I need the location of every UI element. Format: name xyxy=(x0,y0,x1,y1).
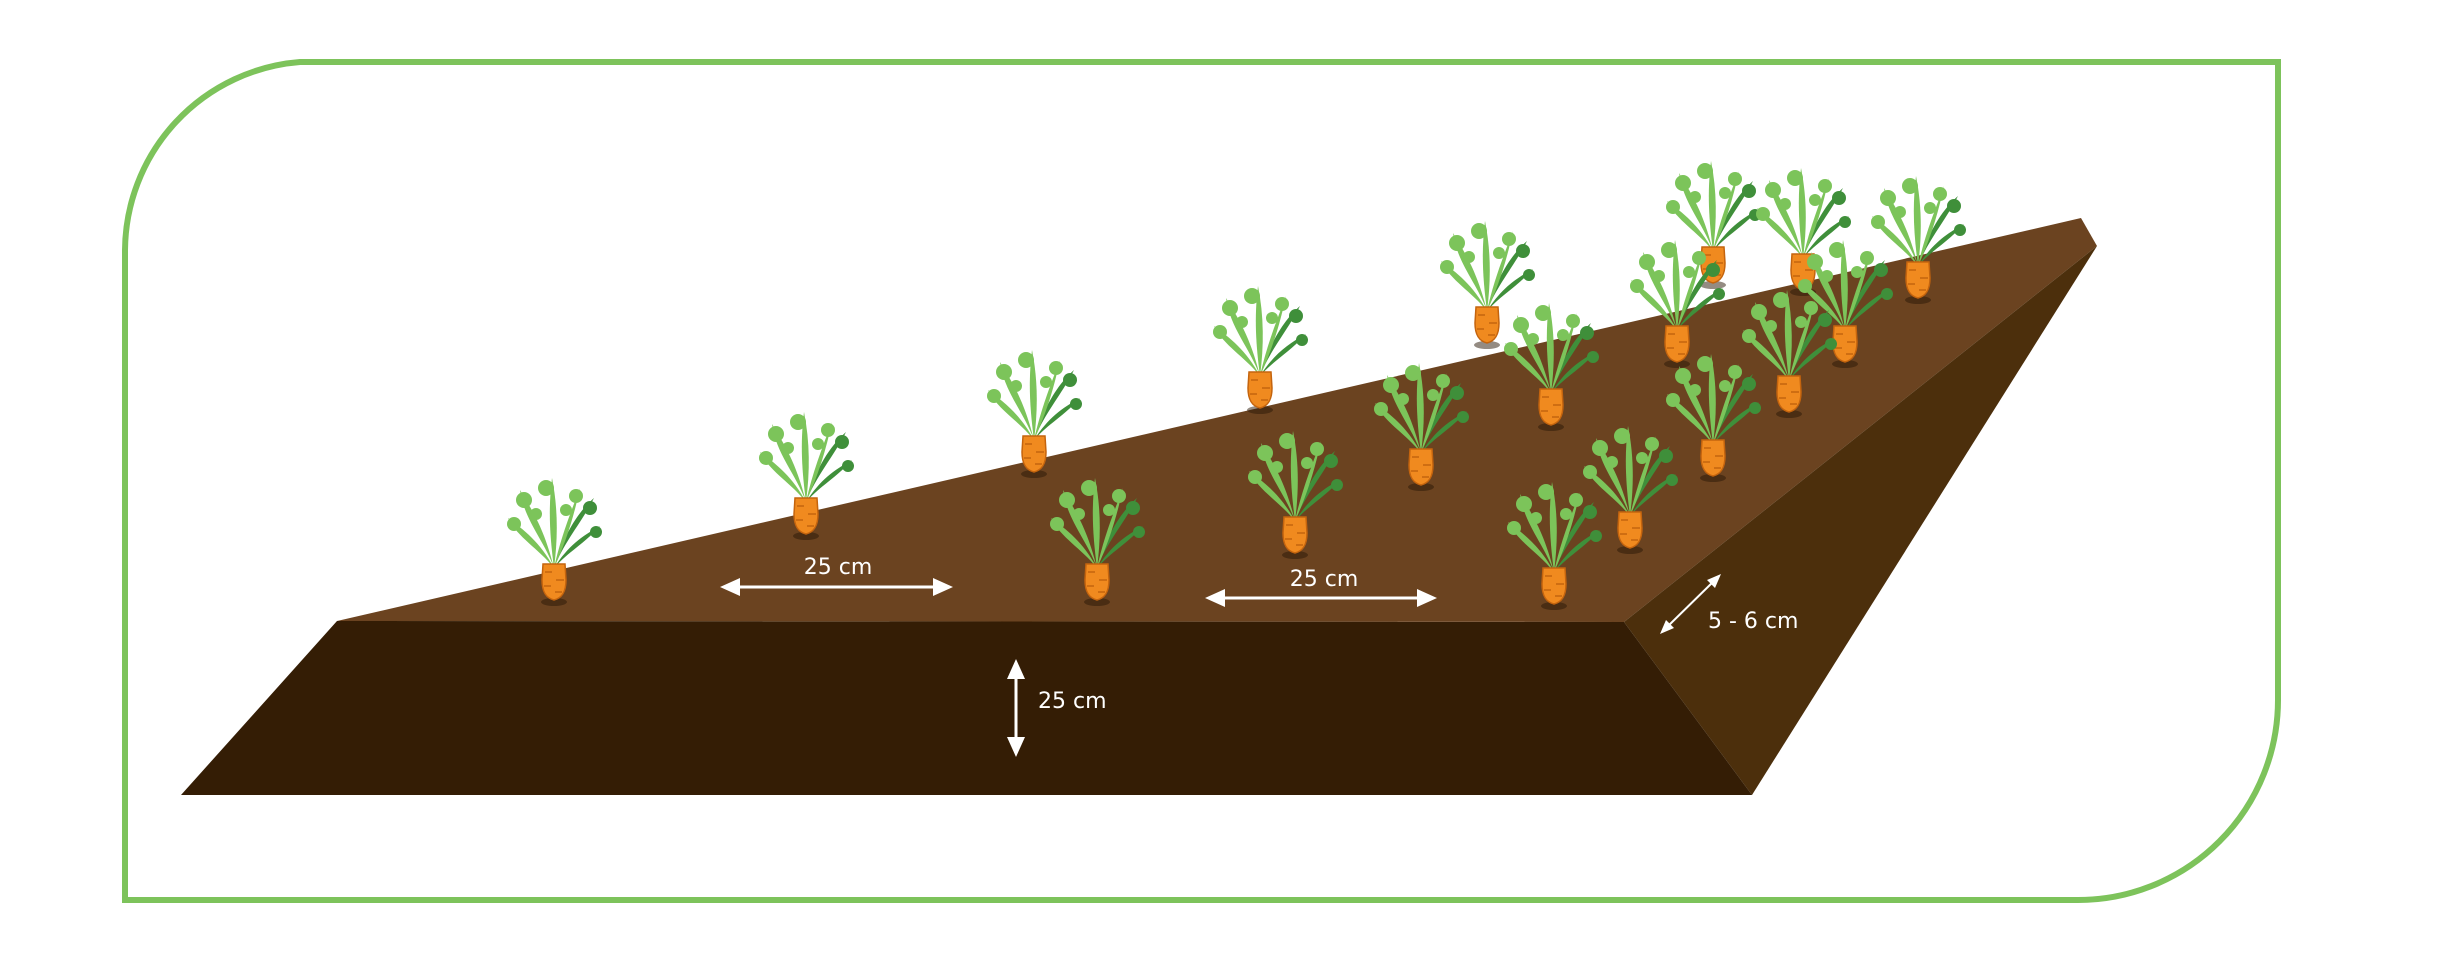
double-arrow-icon xyxy=(1007,659,1025,757)
bed-height-label: 25 cm xyxy=(1038,689,1107,714)
double-arrow-icon xyxy=(1660,574,1721,634)
double-arrow-icon xyxy=(1205,589,1437,607)
bed-front-face xyxy=(181,621,1752,795)
plant-spacing-label: 5 - 6 cm xyxy=(1708,609,1798,634)
row-spacing-label-left: 25 cm xyxy=(804,555,873,580)
double-arrow-icon xyxy=(720,578,953,596)
row-spacing-label-right: 25 cm xyxy=(1290,567,1359,592)
dimension-annotations: 25 cm 25 cm 25 cm 5 - 6 cm xyxy=(720,555,1798,757)
green-frame xyxy=(122,59,2281,903)
carrot-plant-icon xyxy=(1212,285,1309,415)
soil-bed xyxy=(181,218,2097,795)
bed-side-face xyxy=(1624,246,2097,795)
bed-top-surface xyxy=(337,218,2097,622)
